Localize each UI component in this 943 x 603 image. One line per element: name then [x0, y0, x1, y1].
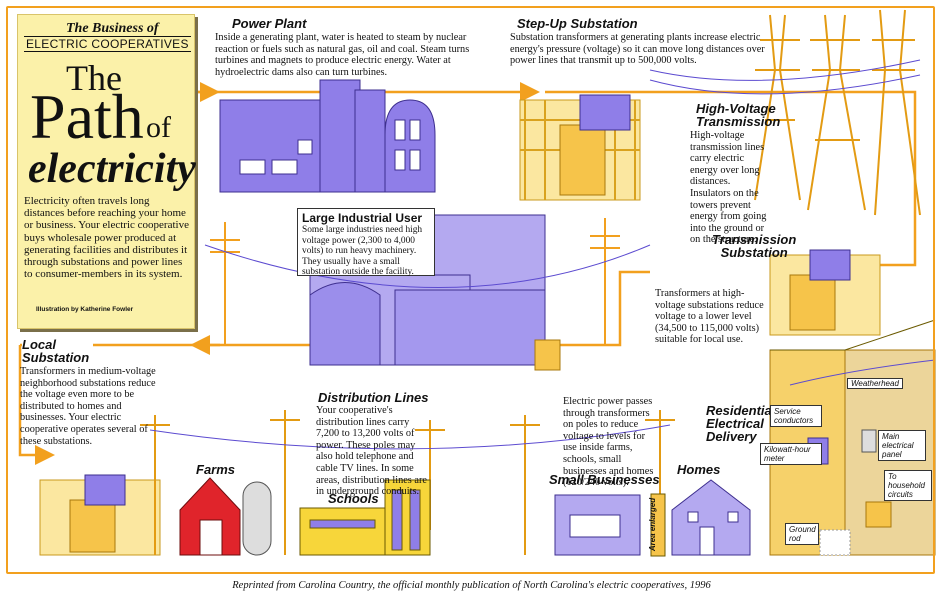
distribution-text: Your cooperative's distribution lines ca…	[316, 405, 427, 498]
home-illustration	[671, 479, 751, 556]
industrial-user-illustration	[309, 214, 561, 371]
household-circuits-label: To household circuits	[884, 470, 932, 501]
transmission-substation-text: Transformers at high-voltage substations…	[655, 288, 765, 346]
residential-heading: Residential Electrical Delivery	[706, 404, 775, 443]
title-electricity: electricity	[28, 146, 196, 192]
industrial-callout: Large Industrial User Some large industr…	[297, 208, 435, 277]
transmission-substation-heading-line1: Transmission	[712, 232, 797, 247]
service-conductors-label: Service conductors	[770, 405, 822, 427]
industrial-heading: Large Industrial User	[302, 211, 423, 225]
schools-label: Schools	[328, 491, 379, 506]
residential-heading-line2: Electrical	[706, 416, 764, 431]
local-substation-illustration	[39, 474, 161, 556]
high-voltage-heading: High-Voltage Transmission	[696, 102, 780, 128]
power-plant-text: Inside a generating plant, water is heat…	[215, 32, 470, 78]
title-panel: The Business of ELECTRIC COOPERATIVES Th…	[17, 14, 196, 329]
pole-transformer-text: Electric power passes through transforme…	[563, 396, 654, 489]
main-panel-label: Main electrical panel	[878, 430, 926, 461]
local-substation-heading-line1: Local	[22, 337, 56, 352]
homes-label: Homes	[677, 462, 721, 477]
farms-label: Farms	[196, 462, 236, 477]
farm-illustration	[179, 477, 272, 556]
illustration-credit: Illustration by Katherine Fowler	[36, 306, 134, 313]
step-up-text: Substation transformers at generating pl…	[510, 32, 765, 67]
high-voltage-heading-line2: Transmission	[696, 114, 781, 129]
step-up-substation-illustration	[519, 94, 641, 201]
power-plant-heading: Power Plant	[232, 16, 307, 31]
intro-text: Electricity often travels long distances…	[24, 195, 189, 281]
title-of: of	[146, 111, 171, 144]
meter-label: Kilowatt-hour meter	[760, 443, 822, 465]
transmission-towers-illustration	[649, 9, 921, 216]
small-businesses-label: Small Businesses	[549, 472, 660, 487]
local-substation-heading: Local Substation	[22, 337, 94, 365]
residential-heading-line1: Residential	[706, 403, 776, 418]
transmission-substation-heading-line2: Substation	[720, 245, 788, 260]
page-frame	[6, 6, 935, 574]
source-caption: Reprinted from Carolina Country, the off…	[232, 580, 711, 591]
local-substation-heading-line2: Substation	[22, 350, 90, 365]
residential-heading-line3: Delivery	[706, 429, 757, 444]
industrial-text: Some large industries need high voltage …	[302, 225, 423, 277]
ground-rod-label: Ground rod	[785, 523, 819, 545]
series-title-line1: The Business of	[66, 21, 159, 36]
title-the: The	[66, 58, 122, 98]
high-voltage-text: High-voltage transmission lines carry el…	[690, 130, 767, 246]
school-illustration	[299, 479, 431, 556]
transmission-substation-heading: Transmission Substation	[712, 233, 796, 259]
small-business-illustration	[554, 494, 641, 556]
step-up-heading: Step-Up Substation	[517, 16, 638, 31]
series-title-line2: ELECTRIC COOPERATIVES	[24, 36, 191, 52]
distribution-poles	[140, 410, 675, 555]
industrial-power-lines	[204, 218, 651, 345]
area-enlarged-box	[650, 493, 666, 557]
area-enlarged-label: Area enlarged	[648, 497, 658, 552]
local-substation-text: Transformers in medium-voltage neighborh…	[20, 366, 156, 447]
power-plant-illustration	[219, 79, 436, 193]
title-path: Path	[30, 81, 144, 152]
high-voltage-heading-line1: High-Voltage	[696, 101, 776, 116]
distribution-heading: Distribution Lines	[318, 390, 429, 405]
transmission-substation-illustration	[769, 249, 881, 336]
weatherhead-label: Weatherhead	[847, 378, 903, 389]
